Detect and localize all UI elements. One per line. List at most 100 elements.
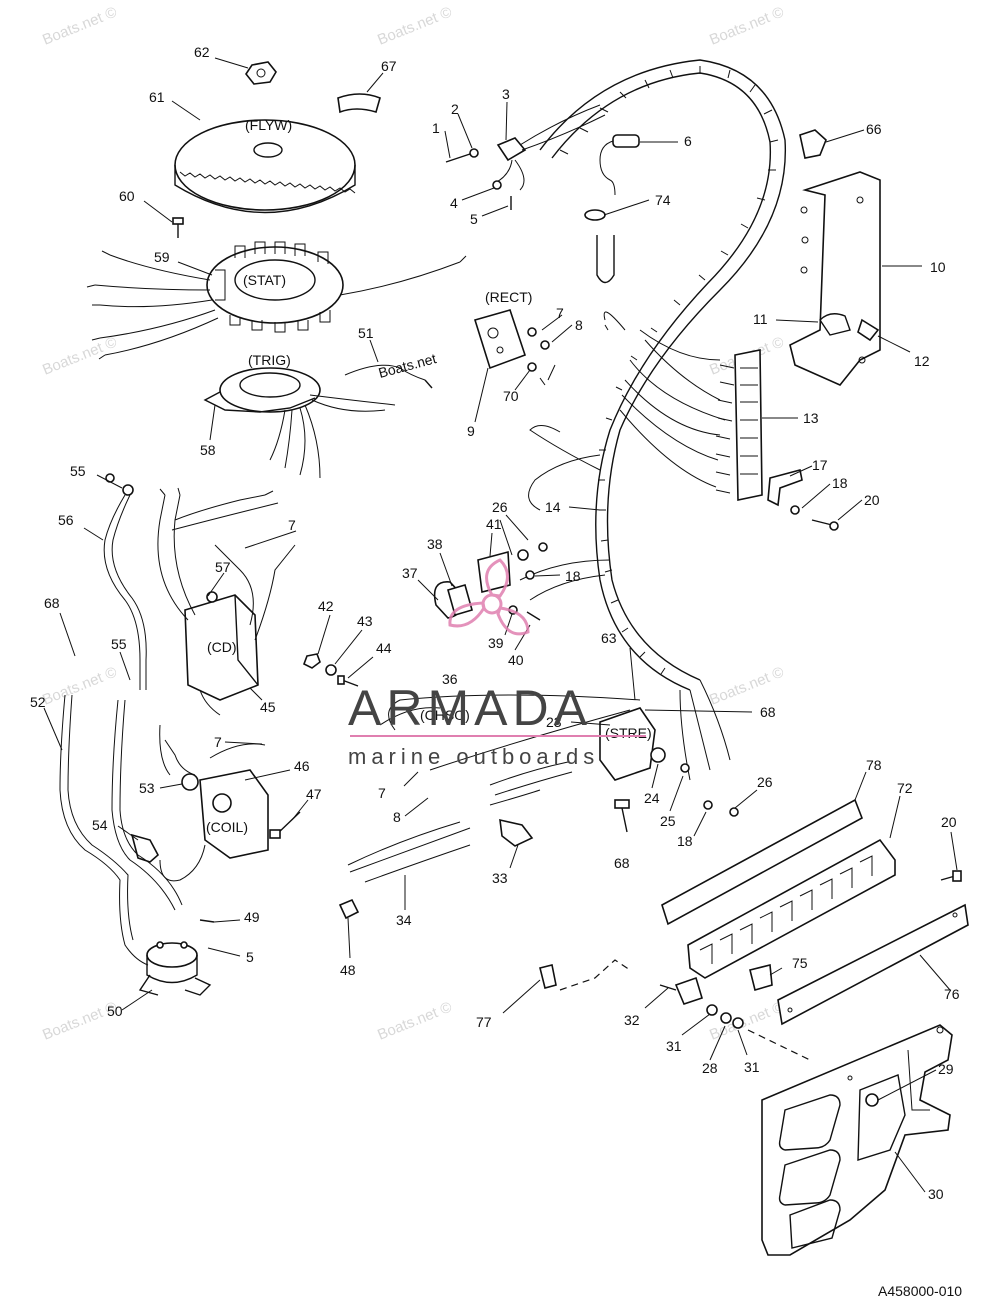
callout-3: 3 (502, 86, 510, 102)
callout-7: 7 (556, 305, 564, 321)
battery-cables (338, 761, 573, 920)
trig-label: (TRIG) (248, 352, 291, 368)
callout-54: 54 (92, 817, 108, 833)
callout-7d: 7 (378, 785, 386, 801)
callout-26b: 26 (757, 774, 773, 790)
callout-12: 12 (914, 353, 930, 369)
callout-18c: 18 (677, 833, 693, 849)
leader-lines (43, 57, 958, 1193)
watermark: Boats.net © (40, 3, 119, 48)
callout-55: 55 (70, 463, 86, 479)
stat-label: (STAT) (243, 272, 286, 288)
stator: (STAT) (86, 241, 467, 360)
callout-5b: 5 (246, 949, 254, 965)
callout-75: 75 (792, 955, 808, 971)
wire-harness (388, 59, 787, 781)
callout-26: 26 (492, 499, 508, 515)
stre-label: (STRE) (605, 725, 652, 741)
mounting-plate (761, 1024, 953, 1256)
trigger: (TRIG) (203, 352, 396, 479)
callout-66: 66 (866, 121, 882, 137)
callout-13: 13 (803, 410, 819, 426)
callout-74: 74 (655, 192, 671, 208)
callout-41: 41 (486, 516, 502, 532)
callout-5: 5 (470, 211, 478, 227)
brand-name: ARMADA (348, 680, 592, 736)
callout-46: 46 (294, 758, 310, 774)
callout-8: 8 (575, 317, 583, 333)
sensor-plug (599, 134, 640, 196)
watermark: Boats.net © (707, 998, 786, 1043)
callout-10: 10 (930, 259, 946, 275)
callout-25: 25 (660, 813, 676, 829)
callout-7c: 7 (214, 734, 222, 750)
mounting-bracket (789, 129, 881, 386)
watermark: Boats.net © (707, 3, 786, 48)
callout-56: 56 (58, 512, 74, 528)
callout-55b: 55 (111, 636, 127, 652)
ignition-coil: (COIL) (159, 724, 269, 882)
choke-solenoid: (CHSO) (379, 707, 470, 726)
stator-screw (172, 217, 184, 238)
watermark: Boats.net © (40, 663, 119, 708)
watermark: Boats.net © (707, 663, 786, 708)
callout-38: 38 (427, 536, 443, 552)
watermark: Boats.net © (375, 998, 454, 1043)
flyw-label: (FLYW) (245, 117, 292, 133)
callout-48: 48 (340, 962, 356, 978)
callout-68b: 68 (760, 704, 776, 720)
callout-31b: 31 (744, 1059, 760, 1075)
figure-code: A458000-010 (878, 1283, 962, 1298)
callout-32: 32 (624, 1012, 640, 1028)
callout-59: 59 (154, 249, 170, 265)
callout-63: 63 (601, 630, 617, 646)
propeller-logo (448, 558, 530, 636)
callout-17: 17 (812, 457, 828, 473)
callout-47: 47 (306, 786, 322, 802)
callout-40: 40 (508, 652, 524, 668)
callout-53: 53 (139, 780, 155, 796)
callout-68: 68 (44, 595, 60, 611)
callout-62: 62 (194, 44, 210, 60)
terminal-block-13 (715, 349, 763, 501)
callout-61: 61 (149, 89, 165, 105)
brand-overlay: ARMADA marine outboards (348, 558, 646, 769)
watermark: Boats.net © (375, 3, 454, 48)
callout-14: 14 (545, 499, 561, 515)
lead-56 (103, 473, 147, 690)
chso-label: (CHSO) (420, 707, 470, 723)
callout-33: 33 (492, 870, 508, 886)
connector-hardware (539, 959, 811, 1061)
callout-77: 77 (476, 1014, 492, 1030)
callout-34: 34 (396, 912, 412, 928)
callout-18: 18 (832, 475, 848, 491)
flywheel-key (337, 93, 381, 114)
solenoid-50 (138, 941, 212, 996)
cd-label: (CD) (207, 639, 237, 655)
callout-39: 39 (488, 635, 504, 651)
callout-36: 36 (442, 671, 458, 687)
coil-screw (269, 811, 301, 839)
callout-50: 50 (107, 1003, 123, 1019)
cd-module: (CD) (157, 487, 296, 716)
callout-60: 60 (119, 188, 135, 204)
callout-78: 78 (866, 757, 882, 773)
callout-31: 31 (666, 1038, 682, 1054)
clip-74 (584, 209, 615, 284)
flywheel: (FLYW) (174, 117, 356, 214)
callout-44: 44 (376, 640, 392, 656)
callout-28: 28 (702, 1060, 718, 1076)
coil-label: (COIL) (206, 819, 248, 835)
callout-numbers: 1 2 3 4 5 5 6 7 7 7 7 8 8 9 10 11 12 13 … (30, 44, 960, 1202)
callout-58: 58 (200, 442, 216, 458)
screw-68 (614, 799, 630, 833)
callout-49: 49 (244, 909, 260, 925)
callout-37: 37 (402, 565, 418, 581)
brand-tagline: marine outboards (348, 744, 599, 769)
callout-20b: 20 (941, 814, 957, 830)
callout-23: 23 (546, 714, 562, 730)
callout-30: 30 (928, 1186, 944, 1202)
watermark: Boats.net © (40, 333, 119, 378)
terminal-strip-assembly (661, 798, 969, 1026)
